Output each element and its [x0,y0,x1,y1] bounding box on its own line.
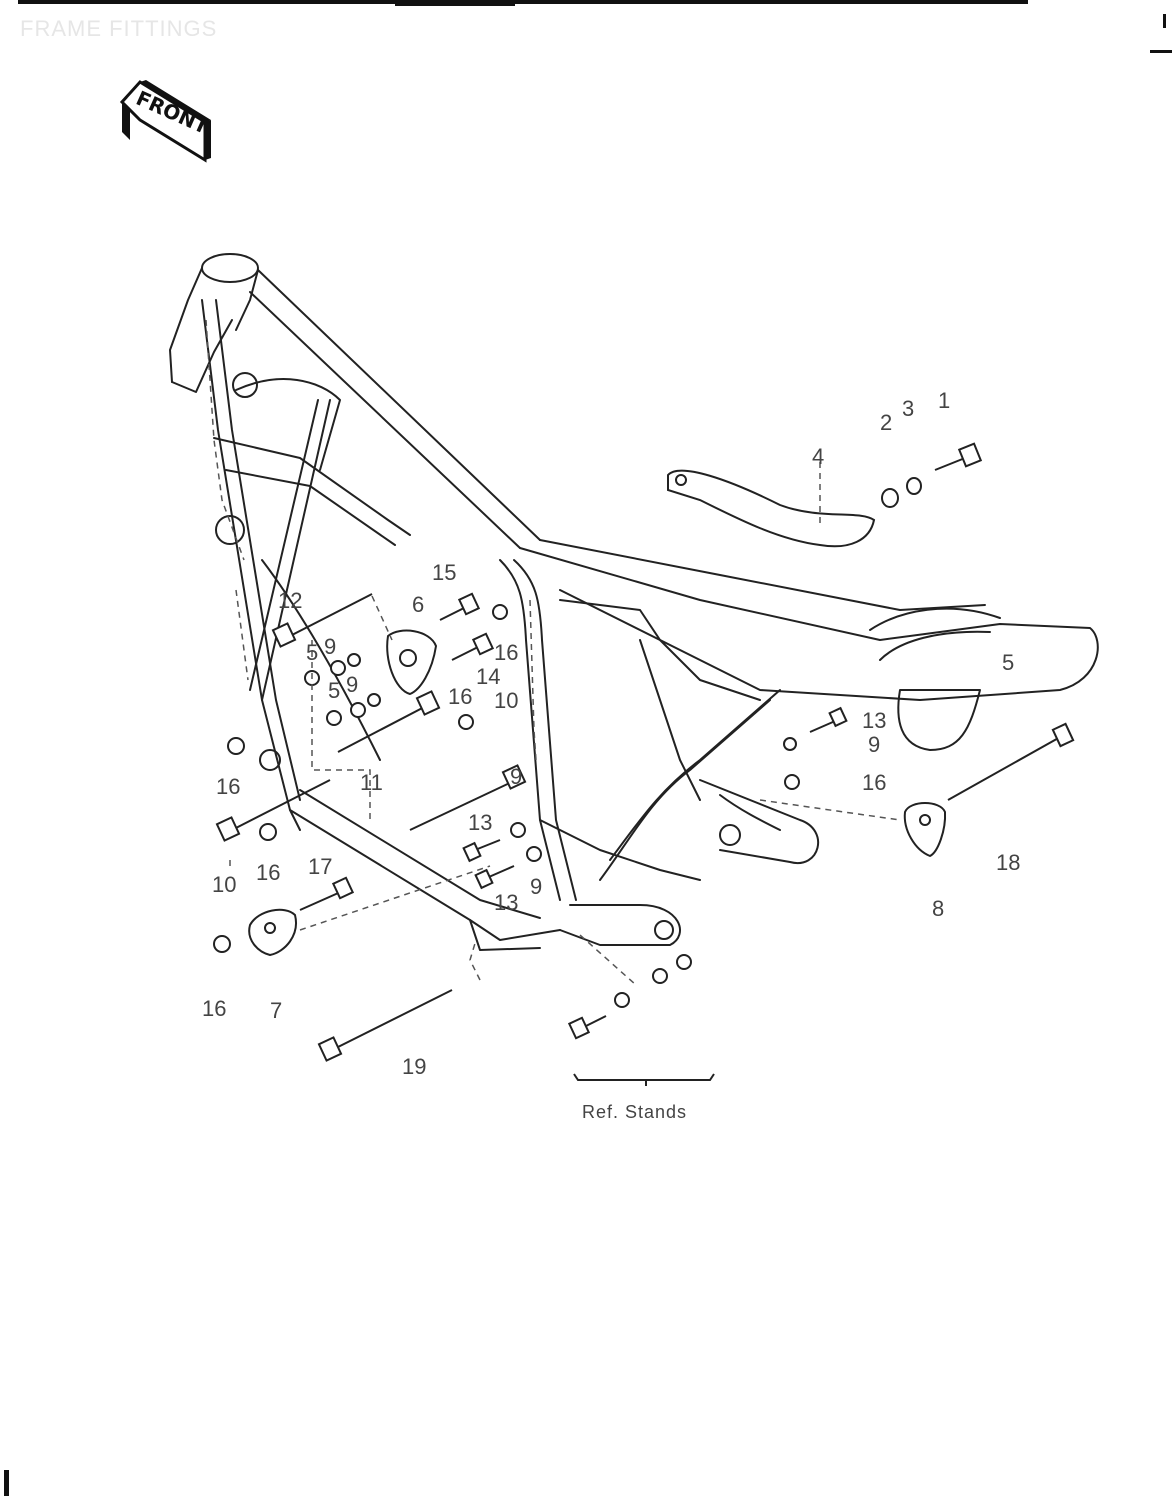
ref-stands-label: Ref. Stands [582,1102,687,1122]
callout-16e: 16 [202,996,226,1021]
callout-5a: 5 [306,640,318,665]
callout-5b: 5 [328,678,340,703]
callout-1: 1 [938,388,950,413]
callout-15: 15 [432,560,456,585]
callout-19: 19 [402,1054,426,1079]
grab-rail-part [667,469,876,548]
callout-13a: 13 [468,810,492,835]
callout-16b: 16 [448,684,472,709]
callout-16d: 16 [256,860,280,885]
callout-7: 7 [270,998,282,1023]
callout-numbers: 1 2 3 4 15 12 6 16 14 5 9 5 9 16 10 11 1… [202,388,1020,1079]
callout-17: 17 [308,854,332,879]
callout-8: 8 [932,896,944,921]
front-arrow-icon: FRONT [119,80,213,163]
callout-16c: 16 [216,774,240,799]
frame-drawing [169,253,1099,956]
corner-tick [1150,50,1172,53]
bolts-and-fasteners [213,442,1075,1062]
page-title: FRAME FITTINGS [20,16,218,41]
callout-2: 2 [880,410,892,435]
callout-18: 18 [996,850,1020,875]
callout-9d: 9 [530,874,542,899]
callout-13c: 13 [862,708,886,733]
ref-stands-bracket [573,1073,715,1086]
callout-16a: 16 [494,640,518,665]
page-edge-mark [4,1470,9,1496]
callout-12: 12 [278,588,302,613]
callout-11: 11 [360,770,383,795]
callout-4: 4 [812,444,824,469]
callout-6: 6 [412,592,424,617]
callout-16f: 16 [862,770,886,795]
callout-14: 14 [476,664,500,689]
top-rule-accent [395,0,515,6]
callout-10a: 10 [494,688,518,713]
top-rule [18,0,1028,4]
callout-9c: 9 [510,764,522,789]
corner-mark [1163,14,1166,28]
callout-9a: 9 [324,634,336,659]
callout-5c: 5 [1002,650,1014,675]
callout-9e: 9 [868,732,880,757]
leader-lines [205,319,901,986]
callout-13b: 13 [494,890,518,915]
callout-3: 3 [902,396,914,421]
callout-10b: 10 [212,872,236,897]
callout-9b: 9 [346,672,358,697]
